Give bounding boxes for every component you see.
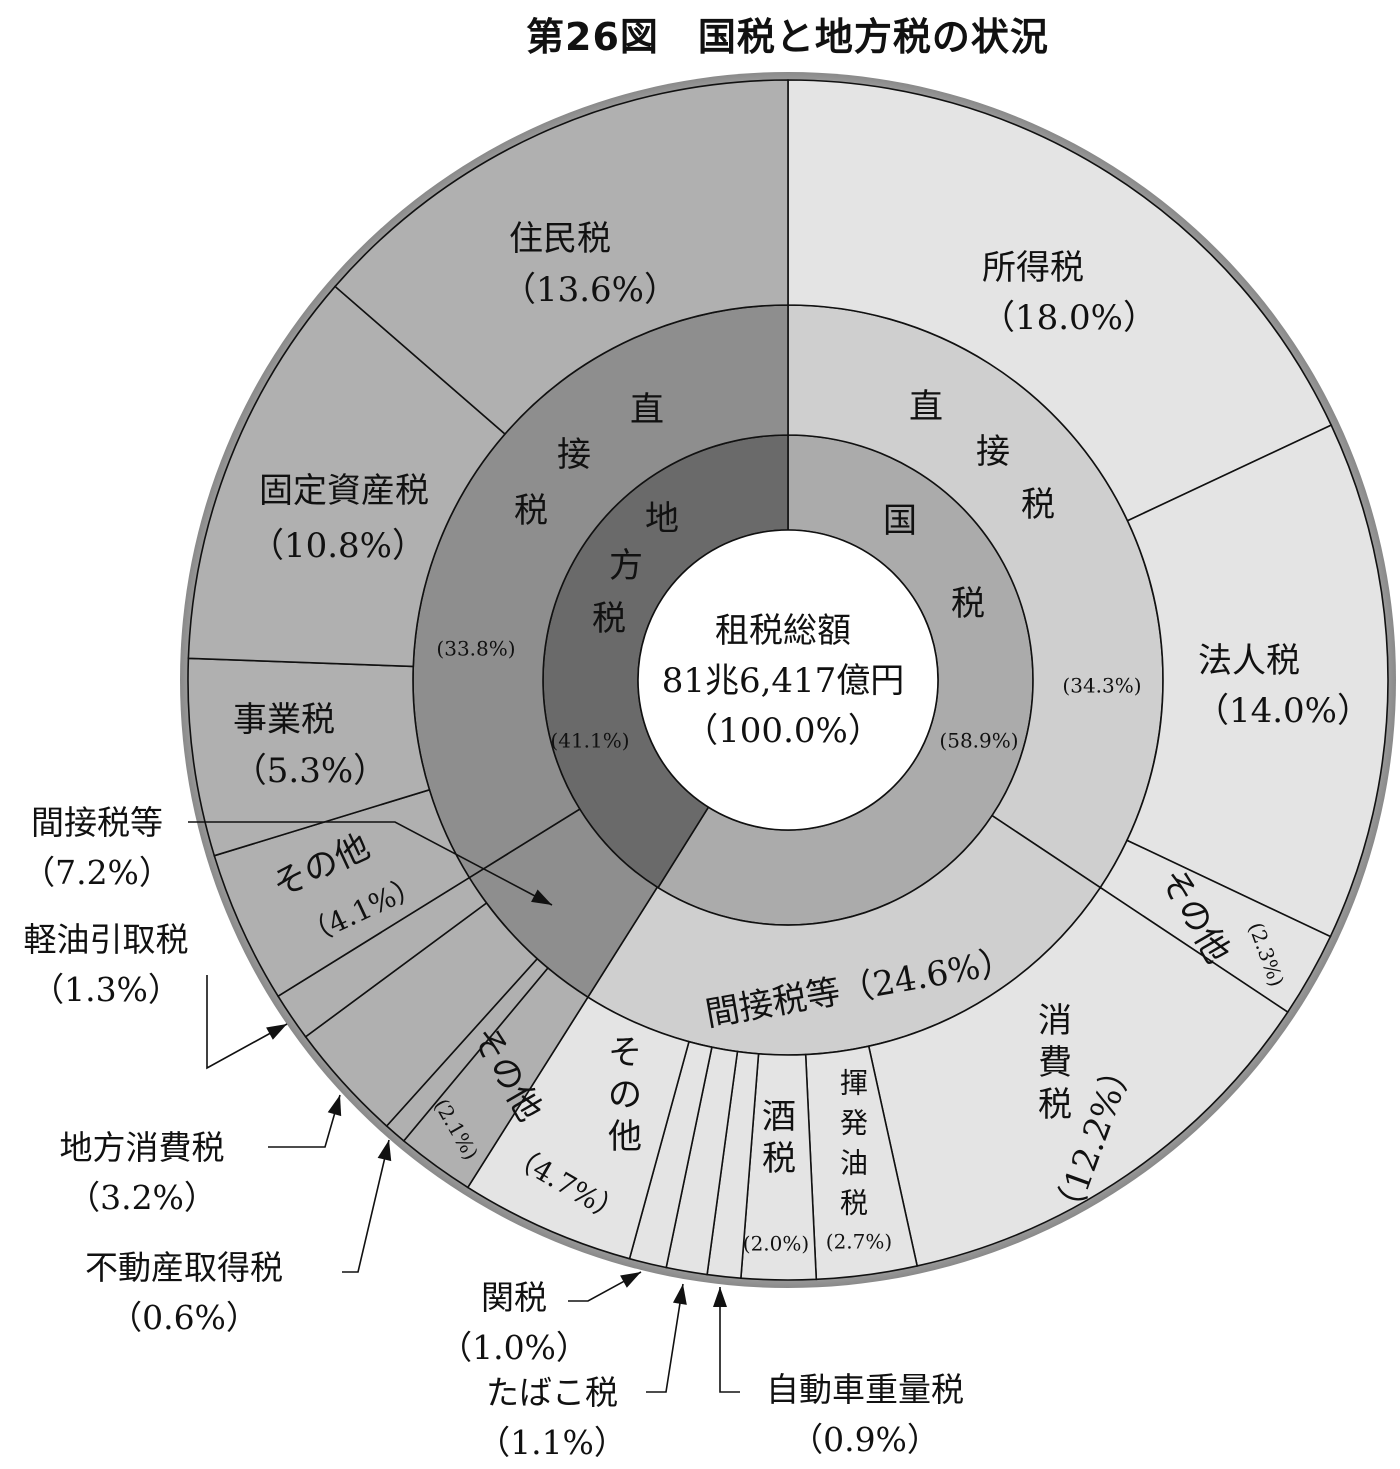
- chart-title: 第26図 国税と地方税の状況: [526, 15, 1049, 59]
- outer-pct-hojin: （14.0%）: [1195, 691, 1371, 731]
- outer-label-shohi-char-2: 税: [1038, 1085, 1072, 1125]
- callout-pct-fudosan: （0.6%）: [109, 1298, 259, 1337]
- callout-line-jidosha-arrowhead: [713, 1287, 727, 1307]
- callout-label-jidosha: 自動車重量税: [766, 1370, 964, 1409]
- outer-label-k-i-other-char-1: の: [608, 1075, 642, 1115]
- callout-line-chiho-shohi-arrowhead: [327, 1095, 342, 1117]
- callout-line-c-indirect: [188, 821, 553, 906]
- callout-label-kanzei: 関税: [481, 1278, 547, 1317]
- outer-label-kotei: 固定資産税: [259, 471, 429, 511]
- middle-label-c-direct-2: 税: [514, 491, 548, 531]
- outer-label-shohi-char-0: 消: [1038, 1001, 1072, 1041]
- middle-pct-k-direct: (34.3%): [1062, 674, 1141, 698]
- inner-pct-chihozei: (41.1%): [550, 729, 629, 753]
- outer-label-kihatsu-char-3: 税: [840, 1187, 868, 1220]
- center-label: 租税総額: [715, 611, 851, 651]
- inner-label-chihozei-2: 税: [592, 599, 626, 639]
- callout-line-tabako-arrowhead: [672, 1284, 687, 1305]
- callout-label-keiyu: 軽油引取税: [24, 920, 189, 959]
- outer-pct-jumin: （13.6%）: [502, 270, 678, 310]
- outer-label-kihatsu-char-2: 油: [840, 1147, 868, 1180]
- callout-line-chiho-shohi: [268, 1094, 341, 1148]
- middle-label-c-direct-0: 直: [630, 390, 664, 430]
- outer-label-jigyo: 事業税: [233, 700, 335, 740]
- callout-line-tabako: [646, 1283, 684, 1393]
- outer-label-shotoku: 所得税: [982, 248, 1084, 288]
- middle-pct-c-direct: (33.8%): [436, 637, 515, 661]
- callout-line-kanzei-arrowhead: [620, 1272, 641, 1288]
- center-disc: [637, 529, 939, 831]
- callout-line-kanzei: [568, 1271, 642, 1302]
- callout-label-c-indirect: 間接税等: [31, 803, 163, 842]
- inner-label-kokuzei-0: 国: [883, 501, 917, 541]
- outer-label-shohi-char-1: 費: [1038, 1043, 1072, 1083]
- outer-pct-kihatsu: (2.7%): [826, 1230, 892, 1254]
- outer-pct-kotei: （10.8%）: [250, 526, 426, 566]
- outer-label-k-i-other-char-0: そ: [608, 1033, 642, 1073]
- outer-pct-shotoku: （18.0%）: [981, 298, 1157, 338]
- middle-label-k-direct-1: 接: [976, 432, 1010, 472]
- callout-pct-kanzei: （1.0%）: [439, 1328, 589, 1367]
- center-pct: （100.0%）: [684, 711, 882, 751]
- outer-pct-sake: (2.0%): [743, 1232, 809, 1256]
- outer-slice-shohi: [867, 886, 1289, 1267]
- inner-label-chihozei-1: 方: [609, 546, 643, 586]
- callout-pct-tabako: （1.1%）: [477, 1423, 627, 1462]
- callout-label-chiho-shohi: 地方消費税: [60, 1128, 225, 1167]
- center-amount: 81兆6,417億円: [662, 661, 905, 701]
- outer-label-sake-char-0: 酒: [762, 1097, 796, 1137]
- middle-label-k-direct-2: 税: [1021, 485, 1055, 525]
- callout-line-jidosha: [719, 1287, 740, 1393]
- inner-label-chihozei-0: 地: [645, 499, 679, 539]
- callout-line-fudosan: [342, 1139, 390, 1273]
- callout-pct-c-indirect: （7.2%）: [22, 853, 172, 892]
- callout-line-fudosan-arrowhead: [377, 1140, 392, 1162]
- callout-pct-jidosha: （0.9%）: [790, 1420, 940, 1459]
- callout-label-tabako: たばこ税: [486, 1373, 618, 1412]
- middle-label-k-direct-0: 直: [909, 387, 943, 427]
- outer-label-jumin: 住民税: [509, 219, 611, 259]
- inner-label-kokuzei-1: 税: [951, 584, 985, 624]
- callout-line-keiyu: [206, 975, 288, 1070]
- outer-label-kihatsu-char-1: 発: [840, 1107, 868, 1140]
- callout-line-keiyu-arrowhead: [266, 1024, 287, 1040]
- callout-pct-keiyu: （1.3%）: [31, 970, 181, 1009]
- callout-pct-chiho-shohi: （3.2%）: [67, 1178, 217, 1217]
- middle-label-c-direct-1: 接: [557, 435, 591, 475]
- outer-slice-jumin: [333, 79, 789, 436]
- outer-label-k-i-other-char-2: 他: [608, 1117, 642, 1157]
- outer-pct-jigyo: （5.3%）: [233, 751, 387, 791]
- outer-label-hojin: 法人税: [1198, 641, 1300, 681]
- callout-line-c-indirect-arrowhead: [531, 889, 552, 905]
- outer-slice-shotoku: [787, 79, 1333, 522]
- callout-label-fudosan: 不動産取得税: [85, 1248, 283, 1287]
- inner-pct-kokuzei: (58.9%): [939, 729, 1018, 753]
- outer-label-sake-char-1: 税: [762, 1139, 796, 1179]
- outer-label-kihatsu-char-0: 揮: [840, 1067, 868, 1100]
- outer-slice-hojin: [1125, 424, 1389, 938]
